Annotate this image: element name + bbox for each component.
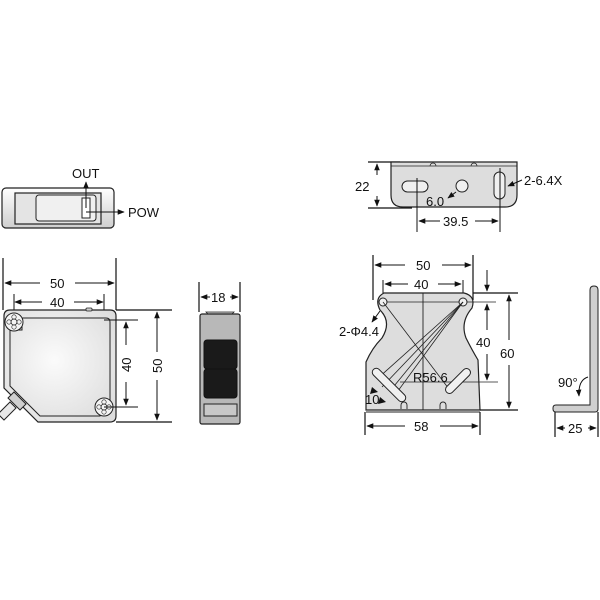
bracket-front-view: 50 40 2-Φ4.4 R56.6 10 40: [339, 255, 518, 435]
sensor-top-view: OUT POW: [1, 166, 160, 229]
dim-bracket-slot-width: 10: [365, 392, 379, 407]
dim-front-width-outer: 50: [50, 276, 64, 291]
dim-bracket-height-hole: 40: [476, 335, 490, 350]
dim-bracket-base-width: 58: [414, 419, 428, 434]
emitter-lens: [203, 339, 238, 370]
bracket-slot-horizontal: [401, 180, 429, 193]
dim-bracket-depth: 25: [568, 421, 582, 436]
dim-bracket-slot: 2-6.4X: [524, 173, 563, 188]
bracket-arc-slot-right: [445, 368, 471, 394]
dim-bracket-hole: 6.0: [426, 194, 444, 209]
dim-bracket-slot-spacing: 39.5: [443, 214, 468, 229]
dim-bracket-width-outer: 50: [416, 258, 430, 273]
bracket-top-view: 22 6.0 2-6.4X 39.5: [355, 161, 563, 232]
bracket-profile: [552, 285, 599, 413]
dim-side-width: 18: [211, 290, 225, 305]
label-pow: POW: [128, 205, 160, 220]
bracket-top-plate: [390, 161, 518, 208]
dim-bracket-radius: R56.6: [413, 370, 448, 385]
sensor-side-view: 18: [198, 282, 241, 425]
label-out: OUT: [72, 166, 100, 181]
dim-front-height-hole: 40: [119, 358, 134, 372]
mount-hole-top-left: [4, 312, 24, 332]
label-plate: [203, 403, 238, 417]
dim-front-width-hole: 40: [50, 295, 64, 310]
sensor-body: [3, 309, 117, 423]
bracket-side-view: 90° 25: [552, 285, 599, 437]
sensor-body-inner-edge: [9, 317, 111, 417]
dim-bracket-height-total: 60: [500, 346, 514, 361]
dim-bracket-hole-dia: 2-Φ4.4: [339, 324, 379, 339]
dim-bracket-angle: 90°: [558, 375, 578, 390]
sensor-front-view: 50 40: [0, 258, 172, 423]
dim-front-height-outer: 50: [150, 359, 165, 373]
dim-bracket-height: 22: [355, 179, 369, 194]
bracket-arc-slot-left: [371, 367, 407, 403]
cable-connector: [0, 391, 27, 421]
dim-bracket-width-hole: 40: [414, 277, 428, 292]
bracket-round-hole: [455, 179, 469, 193]
sensor-top-window: [35, 194, 97, 222]
receiver-lens: [203, 368, 238, 399]
